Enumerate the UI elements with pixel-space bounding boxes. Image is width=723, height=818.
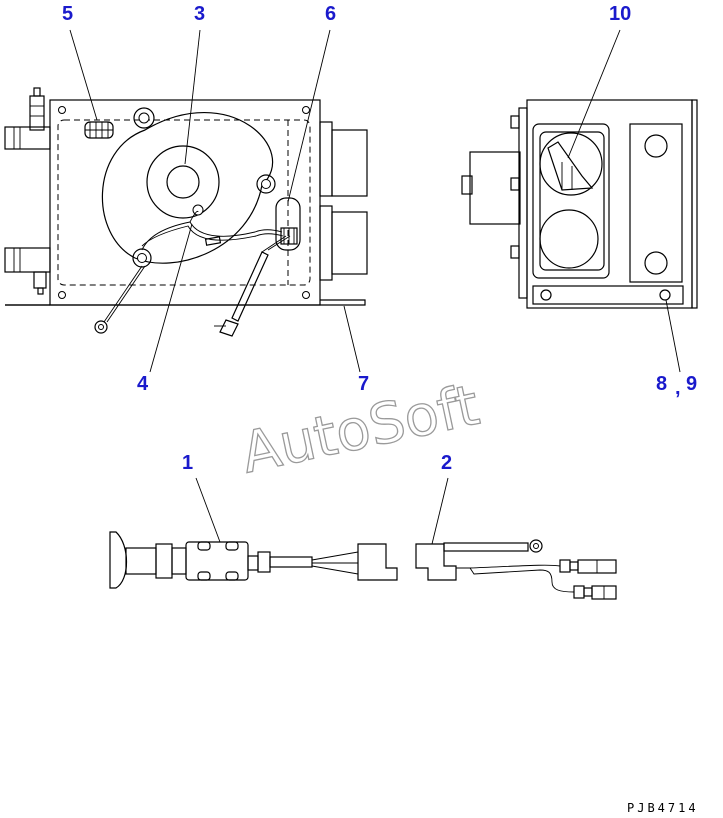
callout-7: 7 bbox=[358, 373, 369, 395]
drain-valve bbox=[33, 271, 47, 295]
control-cable-part bbox=[109, 531, 398, 589]
fan-motor-assembly bbox=[101, 107, 276, 268]
heater-unit-side-view bbox=[461, 99, 698, 309]
wiring-harness bbox=[94, 210, 291, 337]
callout-1: 1 bbox=[182, 452, 193, 474]
callout-4: 4 bbox=[137, 373, 149, 395]
callout-5: 5 bbox=[62, 3, 73, 25]
callout-2: 2 bbox=[441, 452, 452, 474]
leader-lines bbox=[69, 29, 681, 545]
bleed-valve bbox=[29, 87, 45, 131]
heater-unit-front-view bbox=[4, 87, 368, 337]
right-duct-lower bbox=[319, 205, 368, 281]
housing-outline bbox=[49, 99, 321, 306]
callout-8: 8 bbox=[656, 373, 667, 395]
lower-opening bbox=[539, 209, 599, 269]
screw-part bbox=[659, 289, 671, 301]
callout-10: 10 bbox=[609, 3, 631, 25]
shutter-damper bbox=[539, 132, 603, 196]
inner-dashed-outline bbox=[57, 119, 311, 286]
wire-harness-part bbox=[415, 539, 617, 600]
callout-9: 9 bbox=[686, 373, 697, 395]
motor-housing-side bbox=[461, 151, 521, 225]
callout-6: 6 bbox=[325, 3, 336, 25]
callout-3: 3 bbox=[194, 3, 205, 25]
drawing-code: PJB4714 bbox=[627, 801, 699, 815]
callout-comma: , bbox=[675, 377, 681, 399]
right-duct-upper bbox=[319, 121, 368, 197]
outlet-pipe-bottom bbox=[4, 247, 51, 273]
wire-connector bbox=[275, 197, 301, 251]
resistor-part bbox=[84, 121, 114, 139]
callout-labels: 5 3 6 10 4 7 8 , 9 1 2 bbox=[62, 3, 697, 474]
base-bracket bbox=[5, 299, 366, 306]
inlet-pipe-top bbox=[4, 126, 51, 150]
